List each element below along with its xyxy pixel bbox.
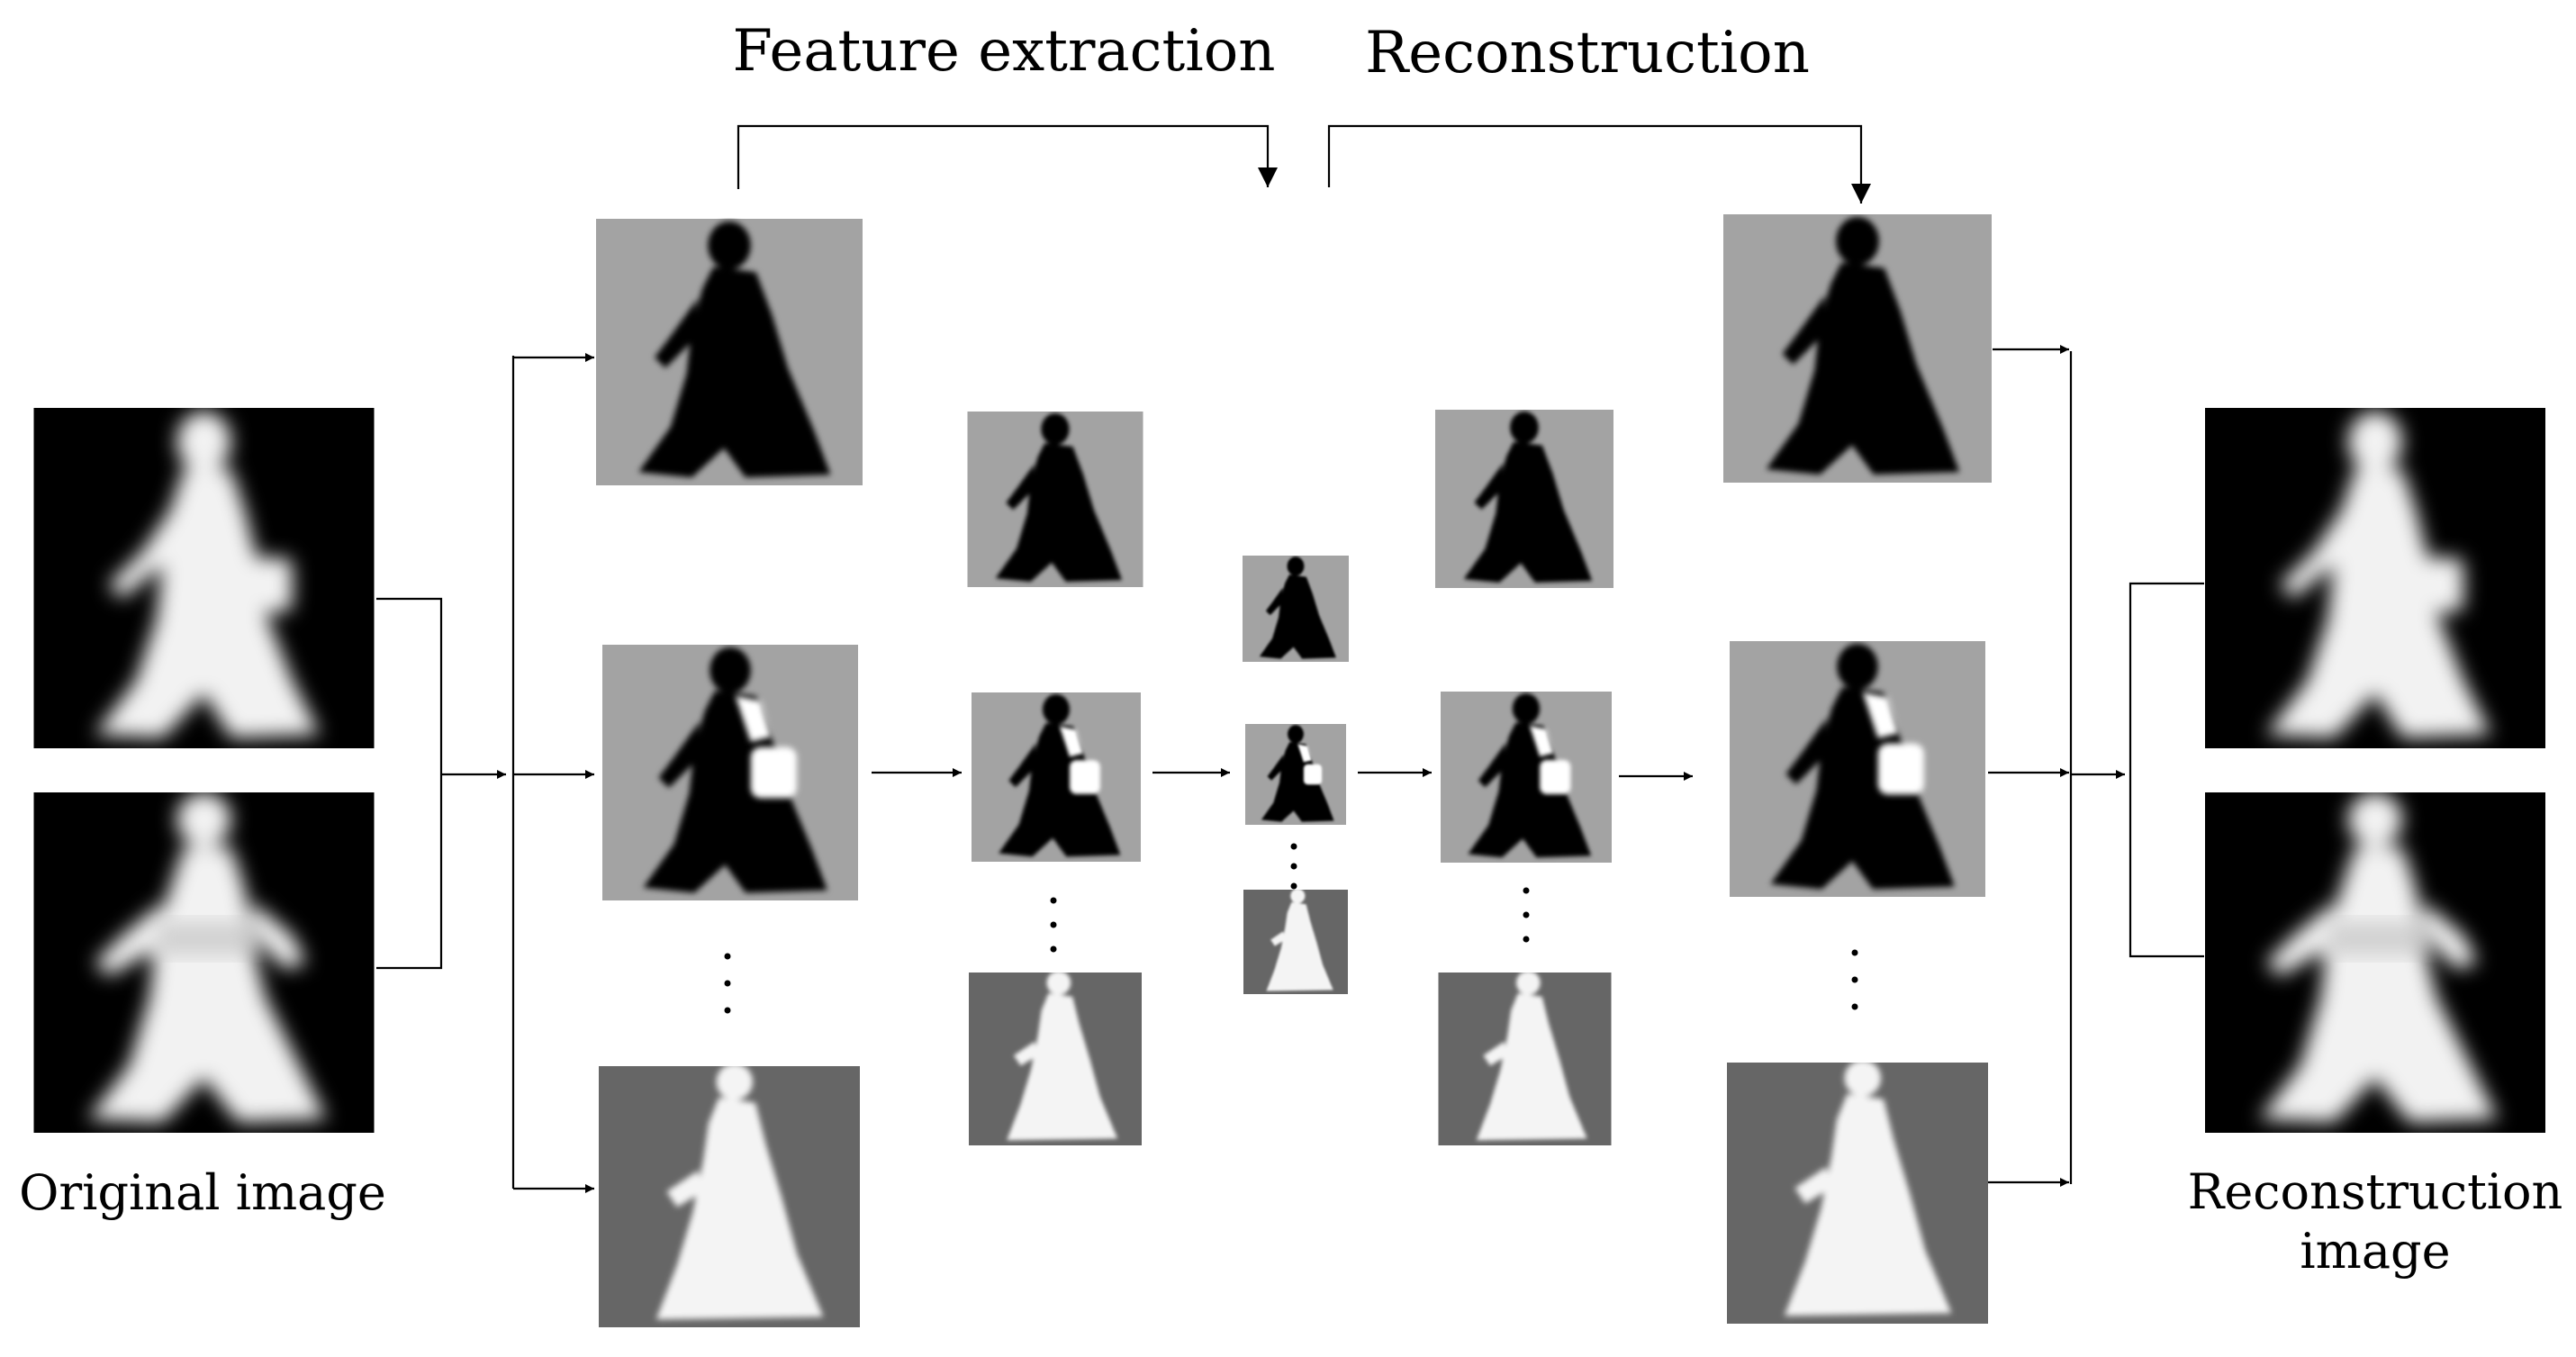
ellipsis-l2-left <box>1050 897 1057 953</box>
ellipsis-l3 <box>1290 843 1297 890</box>
recon-map-l1-top <box>1723 214 1992 483</box>
feature-map-l2-top <box>968 412 1143 587</box>
original-image-bottom <box>34 792 375 1133</box>
recon-map-l1-bot <box>1727 1060 1988 1324</box>
feature-extraction-label: Feature extraction <box>733 18 1276 85</box>
recon-map-l2-top <box>1435 410 1613 588</box>
ellipsis-l1-left <box>724 953 731 1014</box>
feature-map-l3-mid <box>1245 724 1346 825</box>
ellipsis-r2 <box>1523 887 1530 943</box>
recon-map-l1-mid <box>1730 641 1985 897</box>
feature-map-l1-bot <box>599 1063 860 1327</box>
reconstruction-bracket <box>1327 124 1871 204</box>
feature-map-l3-bot <box>1243 889 1348 994</box>
feature-map-l1-top <box>596 219 863 485</box>
feature-map-l3-top <box>1243 556 1349 662</box>
reconstruction-label: Reconstruction <box>1365 20 1810 86</box>
reconstruction-image-caption-line2: image <box>2300 1223 2450 1280</box>
original-image-caption: Original image <box>19 1164 386 1221</box>
reconstruction-image-bottom <box>2205 792 2545 1133</box>
reconstruction-image-caption-line1: Reconstruction <box>2188 1163 2563 1220</box>
original-image-top <box>34 408 375 748</box>
feature-map-l2-mid <box>972 692 1141 862</box>
original-merge-wire <box>376 597 443 970</box>
reconstruction-image-top <box>2205 408 2545 748</box>
feature-extraction-bracket <box>737 124 1278 189</box>
feature-map-l2-bot <box>969 971 1142 1145</box>
feature-map-l1-mid <box>602 645 858 900</box>
ellipsis-r1 <box>1851 949 1858 1010</box>
output-split-wire <box>2129 582 2204 958</box>
recon-map-l2-bot <box>1439 971 1612 1145</box>
recon-map-l2-mid <box>1441 692 1612 863</box>
